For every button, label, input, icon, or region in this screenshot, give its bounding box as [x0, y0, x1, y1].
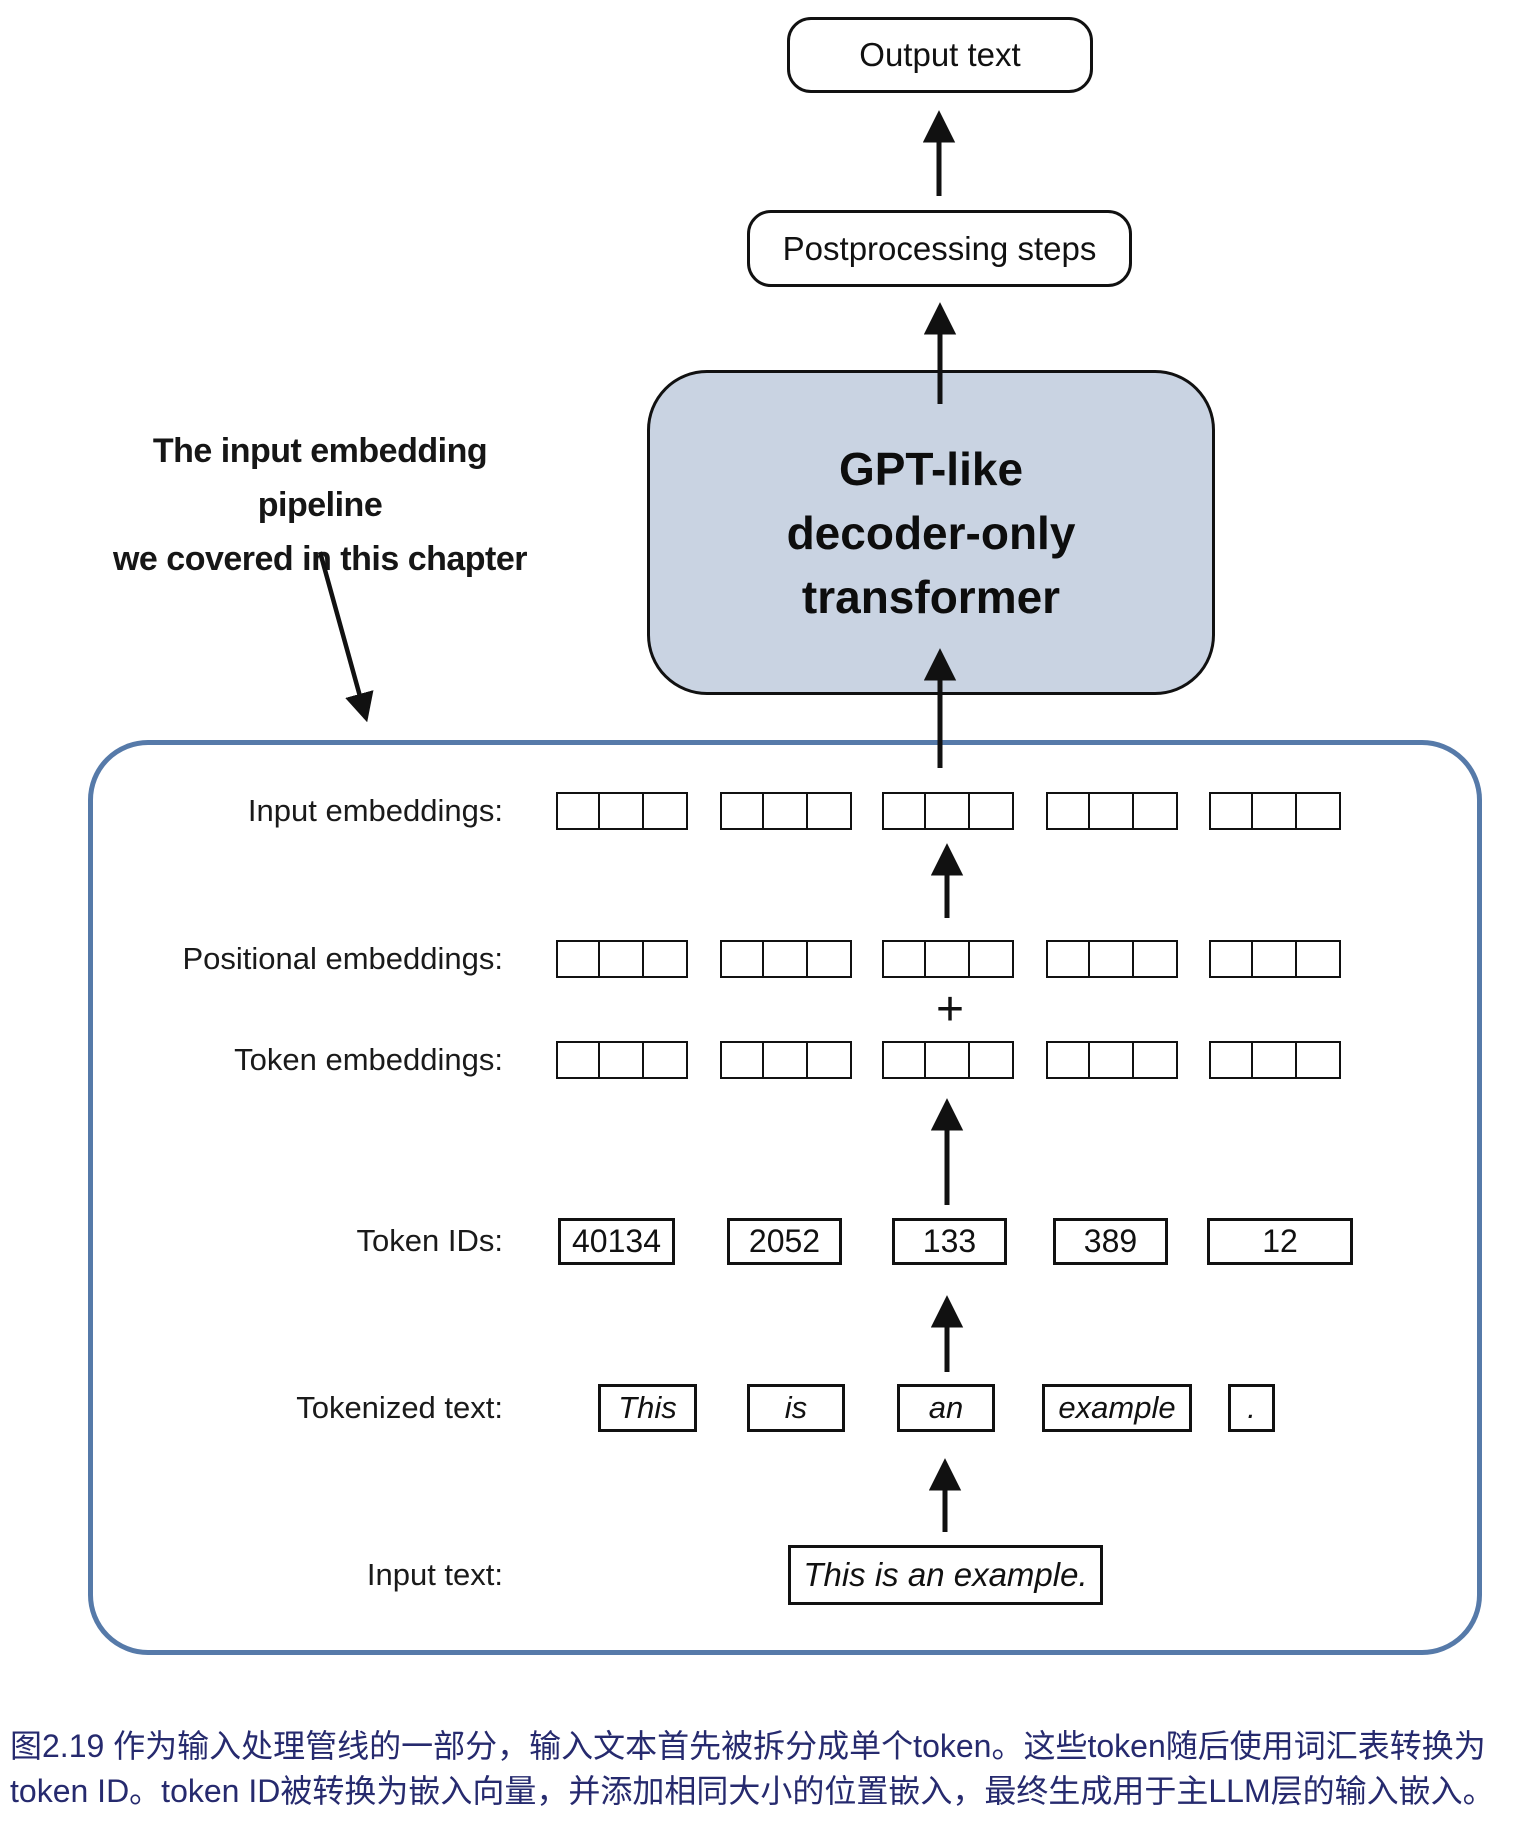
embedding-cell — [1209, 940, 1253, 978]
embedding-cell — [882, 1041, 926, 1079]
embedding-cell — [600, 792, 644, 830]
embedding-cell — [1297, 792, 1341, 830]
embedding-cell — [556, 1041, 600, 1079]
token-id-box: 2052 — [727, 1218, 842, 1265]
output-text-box: Output text — [787, 17, 1093, 93]
token-text-box: an — [897, 1384, 995, 1432]
token-embeddings-vector-1 — [556, 1041, 688, 1079]
embedding-cell — [1046, 1041, 1090, 1079]
embedding-cell — [764, 1041, 808, 1079]
embedding-cell — [926, 792, 970, 830]
annotation-line2: we covered in this chapter — [112, 540, 528, 578]
embedding-cell — [1090, 792, 1134, 830]
embedding-cell — [720, 1041, 764, 1079]
row-label-input-embeddings: Input embeddings: — [247, 793, 503, 828]
positional-embeddings-vector-3 — [882, 940, 1014, 978]
embedding-cell — [1046, 940, 1090, 978]
embedding-cell — [1134, 792, 1178, 830]
figure-caption: 图2.19 作为输入处理管线的一部分，输入文本首先被拆分成单个token。这些t… — [10, 1724, 1510, 1814]
token-embeddings-vector-4 — [1046, 1041, 1178, 1079]
token-text-box: . — [1228, 1384, 1275, 1432]
embedding-cell — [1253, 1041, 1297, 1079]
row-label-token-embeddings: Token embeddings: — [234, 1042, 503, 1077]
token-id-box: 389 — [1053, 1218, 1168, 1265]
input-embeddings-vector-1 — [556, 792, 688, 830]
token-id-box: 40134 — [558, 1218, 675, 1265]
embedding-cell — [644, 792, 688, 830]
embedding-cell — [882, 940, 926, 978]
embedding-cell — [644, 1041, 688, 1079]
plus-sign: + — [935, 983, 965, 1036]
transformer-box: GPT-like decoder-only transformer — [647, 370, 1215, 695]
transformer-line3: transformer — [801, 570, 1061, 623]
embedding-cell — [926, 940, 970, 978]
row-label-token-ids: Token IDs: — [356, 1223, 503, 1258]
input-text-box: This is an example. — [788, 1545, 1103, 1605]
positional-embeddings-vector-5 — [1209, 940, 1341, 978]
token-id-box: 133 — [892, 1218, 1007, 1265]
embedding-cell — [644, 940, 688, 978]
embedding-cell — [1297, 940, 1341, 978]
token-text-box: This — [598, 1384, 697, 1432]
embedding-cell — [600, 1041, 644, 1079]
positional-embeddings-vector-2 — [720, 940, 852, 978]
input-embeddings-vector-3 — [882, 792, 1014, 830]
input-embeddings-vector-2 — [720, 792, 852, 830]
token-embeddings-vector-5 — [1209, 1041, 1341, 1079]
caption-line1: 图2.19 作为输入处理管线的一部分，输入文本首先被拆分成单个token。这些t… — [10, 1728, 1486, 1764]
embedding-cell — [1209, 792, 1253, 830]
embedding-cell — [764, 940, 808, 978]
input-embeddings-vector-5 — [1209, 792, 1341, 830]
embedding-cell — [808, 792, 852, 830]
embedding-cell — [600, 940, 644, 978]
caption-line2: token ID。token ID被转换为嵌入向量，并添加相同大小的位置嵌入，最… — [10, 1773, 1495, 1809]
positional-embeddings-vector-4 — [1046, 940, 1178, 978]
embedding-cell — [808, 1041, 852, 1079]
row-label-tokenized-text: Tokenized text: — [296, 1390, 503, 1425]
transformer-line1: GPT-like — [838, 442, 1024, 495]
row-label-input-text: Input text: — [366, 1557, 503, 1592]
embedding-cell — [556, 940, 600, 978]
embedding-cell — [1134, 1041, 1178, 1079]
embedding-cell — [720, 940, 764, 978]
transformer-line2: decoder-only — [786, 506, 1076, 559]
embedding-cell — [764, 792, 808, 830]
embedding-cell — [1090, 1041, 1134, 1079]
embedding-cell — [1253, 792, 1297, 830]
embedding-cell — [1253, 940, 1297, 978]
embedding-cell — [970, 792, 1014, 830]
postprocessing-label: Postprocessing steps — [782, 229, 1097, 267]
token-embeddings-vector-2 — [720, 1041, 852, 1079]
embedding-cell — [882, 792, 926, 830]
postprocessing-box: Postprocessing steps — [747, 210, 1132, 287]
output-text-label: Output text — [859, 36, 1021, 73]
row-label-positional-embeddings: Positional embeddings: — [182, 941, 503, 976]
input-embeddings-vector-4 — [1046, 792, 1178, 830]
token-text-box: example — [1042, 1384, 1192, 1432]
embedding-cell — [926, 1041, 970, 1079]
embedding-cell — [1046, 792, 1090, 830]
embedding-cell — [1297, 1041, 1341, 1079]
annotation-note: The input embedding pipeline we covered … — [96, 424, 544, 586]
token-text-box: is — [747, 1384, 845, 1432]
embedding-pipeline-container — [88, 740, 1482, 1655]
token-embeddings-vector-3 — [882, 1041, 1014, 1079]
embedding-cell — [808, 940, 852, 978]
embedding-cell — [1090, 940, 1134, 978]
embedding-cell — [970, 940, 1014, 978]
embedding-cell — [1134, 940, 1178, 978]
embedding-cell — [556, 792, 600, 830]
embedding-cell — [720, 792, 764, 830]
token-id-box: 12 — [1207, 1218, 1353, 1265]
annotation-line1: The input embedding pipeline — [152, 432, 488, 524]
positional-embeddings-vector-1 — [556, 940, 688, 978]
embedding-cell — [1209, 1041, 1253, 1079]
embedding-cell — [970, 1041, 1014, 1079]
